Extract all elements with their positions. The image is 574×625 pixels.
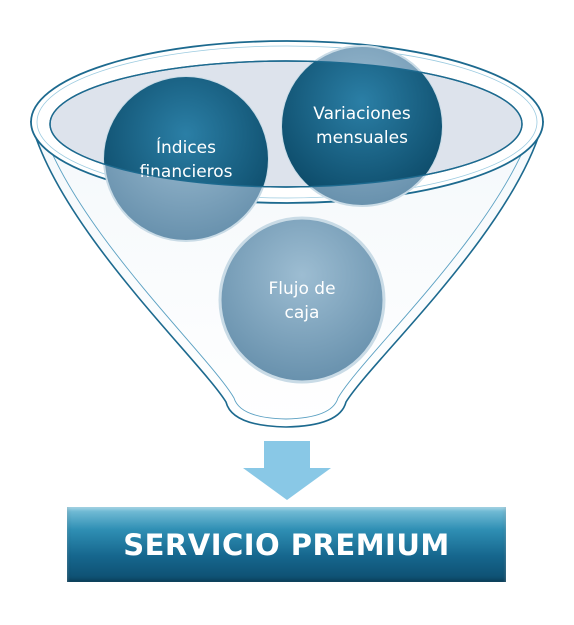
input-label-indices-line-1: Índices (156, 136, 216, 158)
funnel-opening-edge (49, 60, 523, 188)
input-label-variaciones-line-1: Variaciones (313, 104, 411, 124)
input-label-variaciones-line-2: mensuales (316, 128, 408, 148)
down-arrow-icon (243, 441, 331, 500)
funnel-rim-outer-highlight (36, 45, 538, 199)
result-label: SERVICIO PREMIUM (123, 527, 450, 562)
input-label-flujo-line-2: caja (285, 303, 320, 323)
input-label-flujo-line-1: Flujo de (268, 279, 335, 299)
input-circle-indices-financieros: Índices financieros (103, 76, 269, 242)
result-banner: SERVICIO PREMIUM (67, 507, 506, 582)
input-circle-variaciones-mensuales: Variaciones mensuales (281, 45, 443, 207)
input-label-indices-line-2: financieros (139, 162, 232, 182)
input-circle-flujo-de-caja: Flujo de caja (218, 216, 386, 384)
funnel-body-inner-edge (39, 121, 535, 420)
